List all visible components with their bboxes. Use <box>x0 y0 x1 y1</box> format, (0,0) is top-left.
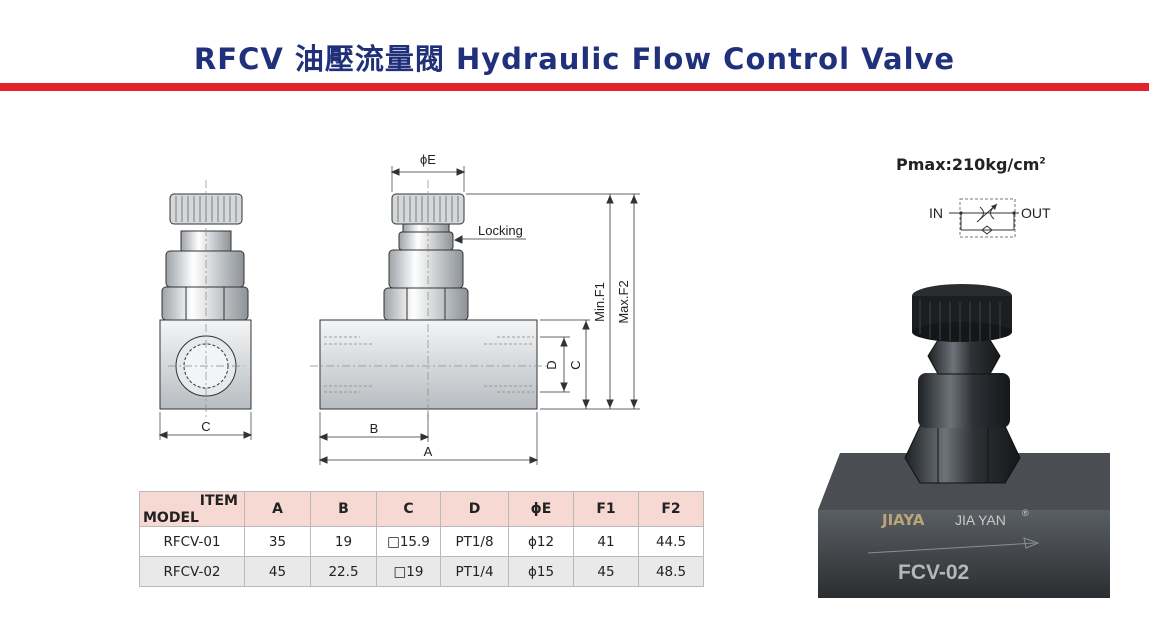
product-photo: JIAYA JIA YAN ® FCV-02 <box>818 284 1110 598</box>
table-cell: 45 <box>573 556 639 587</box>
column-header: F2 <box>638 491 704 527</box>
table-cell: 45 <box>244 556 311 587</box>
table-cell: □15.9 <box>376 526 441 557</box>
dim-c-side: C <box>568 360 583 369</box>
model-mark: FCV-02 <box>898 561 969 584</box>
table-header-row: ITEM MODEL A B C D ϕE F1 F2 <box>139 491 704 527</box>
corner-model-label: MODEL <box>143 510 199 526</box>
side-view-drawing <box>158 180 253 440</box>
dim-b: B <box>370 421 379 436</box>
pmax-rating: Pmax:210kg/cm2 <box>896 155 1046 174</box>
table-cell: RFCV-02 <box>139 556 245 587</box>
dim-c-front: C <box>201 419 210 434</box>
table-cell: 41 <box>573 526 639 557</box>
symbol-out-label: OUT <box>1021 205 1051 221</box>
table-cell: 19 <box>310 526 377 557</box>
table-row: RFCV-01 35 19 □15.9 PT1/8 ϕ12 41 44.5 <box>139 526 704 557</box>
table-cell: 48.5 <box>638 556 704 587</box>
spec-table: ITEM MODEL A B C D ϕE F1 F2 RFCV-01 35 1… <box>139 491 704 587</box>
pmax-text: Pmax:210kg/cm <box>896 155 1040 174</box>
column-header: D <box>440 491 509 527</box>
brand-registered-mark: ® <box>1022 508 1029 518</box>
pmax-superscript: 2 <box>1039 156 1046 167</box>
corner-item-label: ITEM <box>199 493 238 509</box>
table-cell: ϕ15 <box>508 556 574 587</box>
table-cell: RFCV-01 <box>139 526 245 557</box>
brand-logo: JIAYA <box>881 511 925 529</box>
dim-d: D <box>544 360 559 369</box>
dim-max-f2: Max.F2 <box>616 280 631 323</box>
front-view-drawing <box>310 166 640 465</box>
symbol-in-label: IN <box>929 205 943 221</box>
page-title: RFCV 油壓流量閥 Hydraulic Flow Control Valve <box>193 42 956 76</box>
column-header: F1 <box>573 491 639 527</box>
locking-label: Locking <box>478 223 523 238</box>
table-cell: ϕ12 <box>508 526 574 557</box>
column-header: A <box>244 491 311 527</box>
hydraulic-symbol: IN OUT <box>929 198 1051 238</box>
dim-min-f1: Min.F1 <box>592 282 607 322</box>
table-row: RFCV-02 45 22.5 □19 PT1/4 ϕ15 45 48.5 <box>139 556 704 587</box>
technical-drawings: C <box>158 152 640 465</box>
table-cell: PT1/8 <box>440 526 509 557</box>
brand-name: JIA YAN <box>955 512 1006 528</box>
table-cell: PT1/4 <box>440 556 509 587</box>
column-header: ϕE <box>508 491 574 527</box>
dim-phi-e: ϕE <box>420 152 436 167</box>
table-cell: 44.5 <box>638 526 704 557</box>
table-cell: □19 <box>376 556 441 587</box>
table-cell: 22.5 <box>310 556 377 587</box>
table-corner-header: ITEM MODEL <box>139 491 245 527</box>
column-header: B <box>310 491 377 527</box>
table-cell: 35 <box>244 526 311 557</box>
dim-a: A <box>424 444 433 459</box>
column-header: C <box>376 491 441 527</box>
title-divider <box>0 83 1149 91</box>
